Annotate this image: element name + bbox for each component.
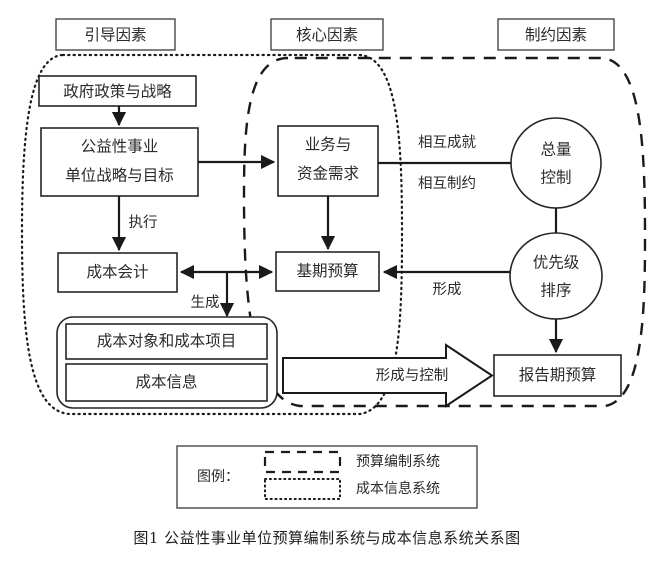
node-gov-policy: 政府政策与战略: [38, 75, 197, 107]
node-total-control-line2: 控制: [540, 169, 571, 187]
node-cost-object-item-label: 成本对象和成本项目: [97, 332, 237, 350]
node-priority-order: 优先级 排序: [509, 232, 603, 320]
node-cost-information-label: 成本信息: [135, 373, 197, 391]
header-core: 核心因素: [270, 18, 384, 51]
figure-caption: 图1 公益性事业单位预算编制系统与成本信息系统关系图: [133, 529, 521, 547]
node-public-unit-strategy: 公益性事业 单位战略与目标: [40, 127, 199, 197]
header-guiding-label: 引导因素: [84, 26, 146, 44]
legend-title: 图例：: [197, 469, 239, 485]
node-gov-policy-label: 政府政策与战略: [63, 83, 172, 101]
legend: 图例： 预算编制系统 成本信息系统: [176, 445, 478, 509]
node-public-unit-strategy-line1: 公益性事业: [81, 138, 159, 156]
node-business-fund-demand-line2: 资金需求: [297, 165, 359, 183]
node-business-fund-demand-line1: 业务与: [305, 136, 352, 154]
legend-swatch-dotted: [264, 478, 341, 500]
legend-swatch-dashed: [263, 450, 342, 474]
node-cost-accounting-label: 成本会计: [86, 263, 148, 281]
edge-cost-accounting-base-budget: [179, 264, 274, 318]
node-total-control-line1: 总量: [540, 141, 571, 159]
node-public-unit-strategy-line2: 单位战略与目标: [65, 167, 174, 185]
node-base-period-budget: 基期预算: [275, 251, 380, 292]
header-core-label: 核心因素: [296, 26, 358, 44]
node-report-period-budget-label: 报告期预算: [519, 365, 597, 384]
edge-label-mutual-achieve: 相互成就: [418, 134, 476, 151]
header-guiding: 引导因素: [55, 18, 176, 51]
node-priority-order-line1: 优先级: [533, 254, 580, 272]
edge-label-generate: 生成: [191, 294, 220, 311]
node-report-period-budget: 报告期预算: [493, 354, 622, 397]
group-cost-info-container: 成本对象和成本项目 成本信息: [56, 316, 278, 409]
node-cost-accounting: 成本会计: [57, 252, 178, 293]
edge-label-form-and-control: 形成与控制: [376, 367, 449, 384]
legend-label-budget-system: 预算编制系统: [356, 454, 440, 470]
region-cost-info-system: [20, 53, 404, 416]
edge-label-execute: 执行: [129, 214, 158, 231]
node-priority-order-line2: 排序: [540, 282, 571, 300]
diagram-canvas: 引导因素 核心因素 制约因素 政府政策与战略 公益性事业 单位战略与目标 成本会…: [20, 18, 647, 509]
legend-label-cost-info-system: 成本信息系统: [356, 480, 440, 497]
header-constraint: 制约因素: [497, 18, 615, 51]
node-business-fund-demand: 业务与 资金需求: [277, 125, 379, 197]
edge-label-form: 形成: [433, 281, 462, 298]
header-constraint-label: 制约因素: [525, 26, 587, 44]
edge-label-mutual-restrict: 相互制约: [418, 175, 476, 192]
region-budget-system: [242, 56, 647, 408]
block-arrow-form-and-control: 形成与控制: [282, 343, 494, 408]
node-total-control: 总量 控制: [510, 117, 602, 209]
node-base-period-budget-label: 基期预算: [296, 261, 358, 280]
